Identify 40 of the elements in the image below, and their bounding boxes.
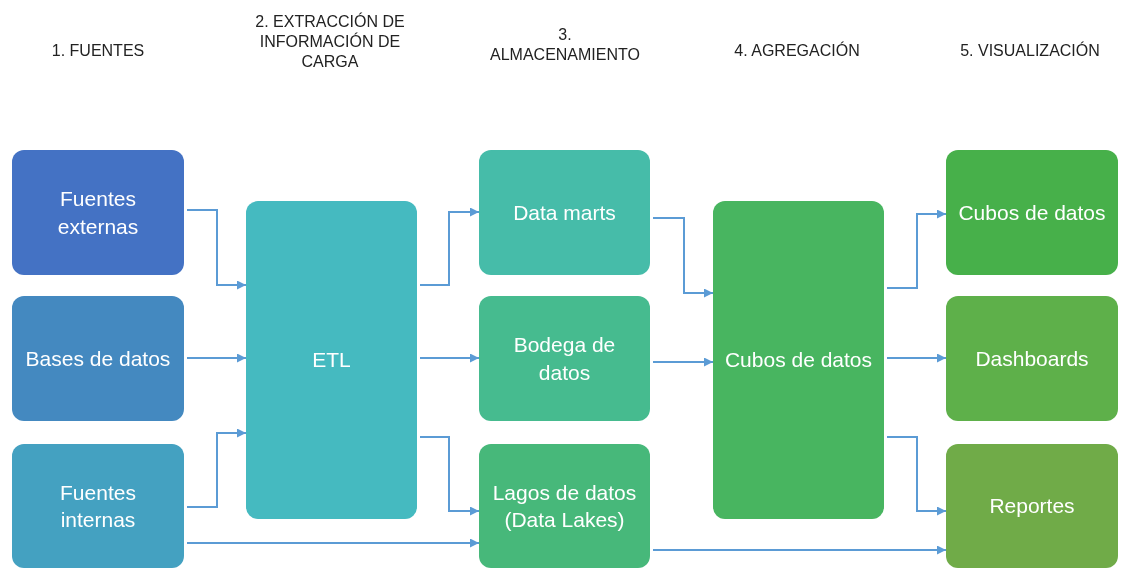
- node-label: Cubos de datos: [724, 347, 873, 374]
- node-label: Dashboards: [975, 345, 1089, 372]
- process-block: [246, 201, 417, 519]
- arrow: [419, 353, 480, 363]
- arrow: [886, 436, 947, 516]
- arrow: [186, 428, 247, 508]
- process-box: [946, 150, 1118, 275]
- process-block: [713, 201, 884, 519]
- node-label: Lagos de datos (Data Lakes): [491, 479, 638, 533]
- arrow: [186, 209, 247, 290]
- node-label: Fuentes externas: [56, 186, 140, 240]
- process-box: [12, 444, 184, 568]
- column-heading: 2. EXTRACCIÓN DE INFORMACIÓN DE CARGA: [254, 12, 406, 72]
- node-label: Cubos de datos: [958, 199, 1106, 226]
- column-heading: 1. FUENTES: [50, 41, 146, 61]
- process-box: [946, 444, 1118, 568]
- column-heading: 3. ALMACENAMIENTO: [489, 25, 641, 65]
- node-label: Reportes: [989, 493, 1075, 520]
- arrow: [652, 357, 714, 367]
- node-label: Bases de datos: [25, 345, 171, 372]
- arrow: [886, 353, 947, 363]
- column-heading: 4. AGREGACIÓN: [733, 41, 861, 61]
- arrow: [652, 545, 947, 555]
- arrow: [652, 217, 714, 298]
- process-box: [479, 150, 650, 275]
- node-label: Fuentes internas: [59, 479, 137, 533]
- arrow: [186, 353, 247, 363]
- process-box: [479, 444, 650, 568]
- arrow: [886, 209, 947, 289]
- process-box: [12, 150, 184, 275]
- process-box: [479, 296, 650, 421]
- process-box: [946, 296, 1118, 421]
- node-label: ETL: [312, 347, 351, 374]
- node-label: Data marts: [513, 199, 616, 226]
- arrow: [419, 207, 480, 286]
- process-box: [12, 296, 184, 421]
- arrow: [419, 436, 480, 516]
- node-label: Bodega de datos: [512, 332, 617, 386]
- arrow: [186, 538, 480, 548]
- column-heading: 5. VISUALIZACIÓN: [959, 41, 1101, 61]
